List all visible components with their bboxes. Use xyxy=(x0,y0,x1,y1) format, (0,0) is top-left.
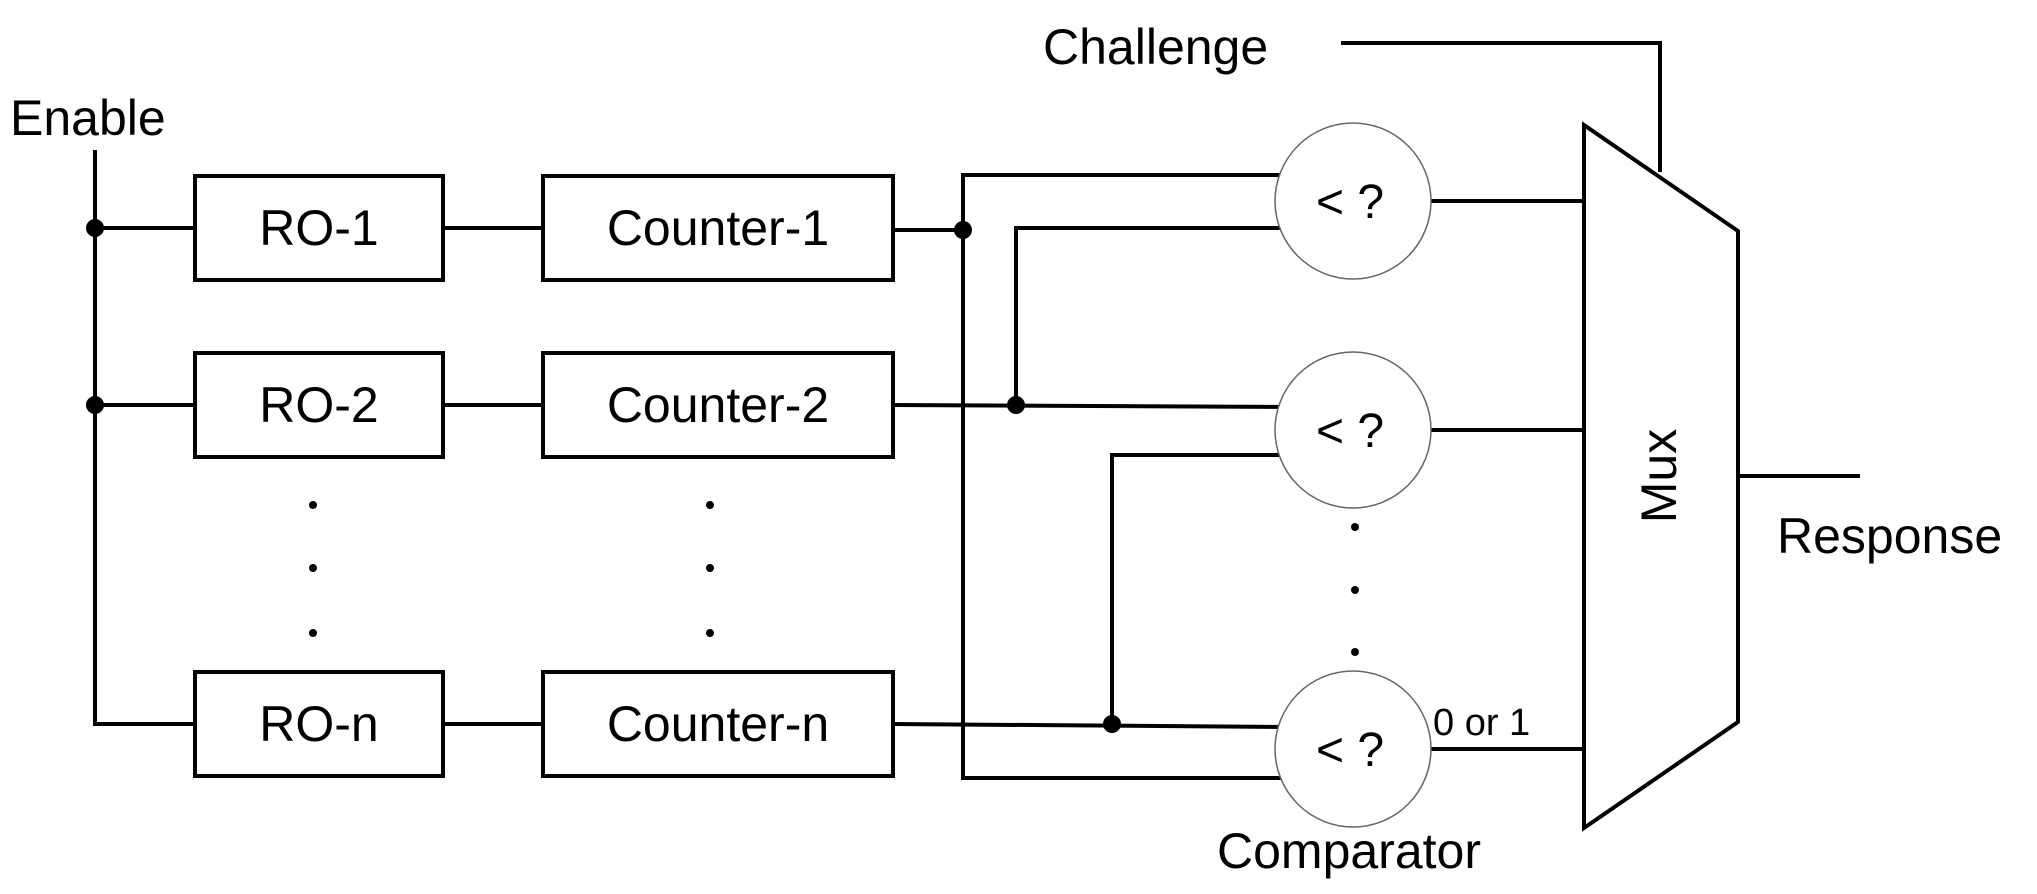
comparator-symbol: < ? xyxy=(1316,724,1384,777)
ro-label: RO-1 xyxy=(259,200,378,256)
ro-box-2: RO-2 xyxy=(193,351,445,459)
counter-box-n: Counter-n xyxy=(541,670,895,778)
enable-bus xyxy=(86,150,197,726)
ro-label: RO-2 xyxy=(259,377,378,433)
counter-ellipsis xyxy=(706,501,714,637)
comparator-label: Comparator xyxy=(1217,823,1481,879)
challenge-label: Challenge xyxy=(1043,19,1268,75)
mux: Mux xyxy=(1582,121,1740,832)
counter-routing xyxy=(890,173,1291,780)
counter2-junction xyxy=(1007,396,1025,414)
ro-box-n: RO-n xyxy=(193,670,445,778)
ro-label: RO-n xyxy=(259,696,378,752)
counter-n-junction xyxy=(1103,715,1121,733)
counter-box-1: Counter-1 xyxy=(541,174,895,282)
comparator-n: < ? xyxy=(1274,670,1432,828)
enable-label: Enable xyxy=(10,90,166,146)
bit-output-label: 0 or 1 xyxy=(1433,702,1530,744)
comparator-outputs xyxy=(1423,199,1586,751)
mux-label: Mux xyxy=(1631,429,1687,523)
challenge-wire xyxy=(1341,41,1662,172)
enable-junction-2 xyxy=(86,396,104,414)
enable-junction-1 xyxy=(86,219,104,237)
ro-counter-wires xyxy=(441,226,545,726)
ro-box-1: RO-1 xyxy=(193,174,445,282)
counter-box-2: Counter-2 xyxy=(541,351,895,459)
counter-label: Counter-n xyxy=(607,696,829,752)
counter1-junction xyxy=(954,221,972,239)
counter-label: Counter-1 xyxy=(607,200,829,256)
comparator-ellipsis xyxy=(1351,523,1359,656)
counter-label: Counter-2 xyxy=(607,377,829,433)
response-label: Response xyxy=(1777,508,2002,564)
comparator-symbol: < ? xyxy=(1316,176,1384,229)
comparator-1: < ? xyxy=(1274,122,1432,280)
ro-ellipsis xyxy=(309,501,317,637)
comparator-2: < ? xyxy=(1274,351,1432,509)
comparator-symbol: < ? xyxy=(1316,405,1384,458)
